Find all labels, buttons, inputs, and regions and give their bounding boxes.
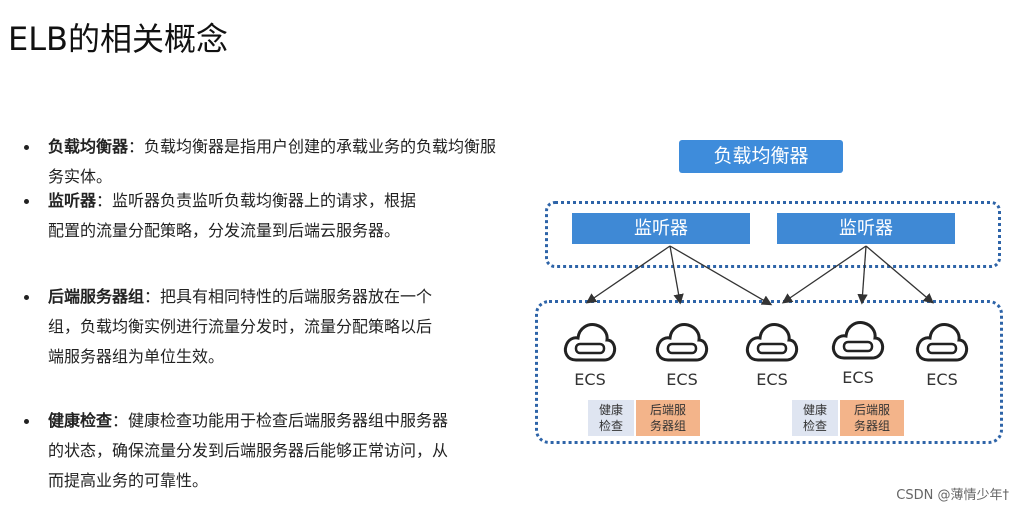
arrow <box>669 245 684 305</box>
tag-line: 后端服 <box>649 403 686 417</box>
elb-diagram: 负载均衡器 监听器 监听器 ECS ECS <box>530 130 1010 460</box>
bullet-line: 监听器：监听器负责监听负载均衡器上的请求，根据 <box>48 191 417 210</box>
bullet-line: 负载均衡器：负载均衡器是指用户创建的承载业务的负载均衡服务实体。 <box>48 137 497 186</box>
arrow <box>585 245 671 304</box>
arrow <box>865 245 934 304</box>
cloud-server-icon <box>915 323 969 362</box>
bullet-line: 的状态，确保流量分发到后端服务器后能够正常访问，从 <box>48 441 449 460</box>
ecs-label: ECS <box>756 370 788 389</box>
ecs-node: ECS <box>558 320 622 389</box>
backend-group-tag: 后端服 务器组 <box>636 400 700 436</box>
bullet-dot <box>24 199 29 204</box>
ecs-node: ECS <box>910 320 974 389</box>
bullet-line: 健康检查：健康检查功能用于检查后端服务器组中服务器 <box>48 411 449 430</box>
arrow <box>669 245 773 306</box>
cloud-server-icon <box>831 321 885 360</box>
bullet-dot <box>24 295 29 300</box>
bullet-line: 端服务器组为单位生效。 <box>48 347 225 366</box>
tag-line: 检查 <box>598 419 623 433</box>
ecs-label: ECS <box>926 370 958 389</box>
ecs-label: ECS <box>574 370 606 389</box>
bullet-term: 负载均衡器 <box>48 137 129 156</box>
bullet-dot <box>24 145 29 150</box>
tag-line: 健康 <box>598 403 623 417</box>
page-title: ELB的相关概念 <box>8 20 229 58</box>
ecs-node: ECS <box>826 318 890 387</box>
health-check-tag: 健康 检查 <box>792 400 838 436</box>
bullet-line: 配置的流量分配策略，分发流量到后端云服务器。 <box>48 221 401 240</box>
cloud-server-icon <box>563 323 617 362</box>
listener-box-1: 监听器 <box>572 213 750 244</box>
health-check-tag: 健康 检查 <box>588 400 634 436</box>
watermark: CSDN @薄情少年† <box>896 488 1009 503</box>
bullet-line: 后端服务器组：把具有相同特性的后端服务器放在一个 <box>48 287 433 306</box>
ecs-node: ECS <box>650 320 714 389</box>
arrows <box>585 245 934 306</box>
tag-line: 健康 <box>802 403 827 417</box>
bullet-dot <box>24 419 29 424</box>
bullet-term: 监听器 <box>48 191 97 210</box>
ecs-label: ECS <box>842 368 874 387</box>
bullet-term: 健康检查 <box>48 411 113 430</box>
ecs-label: ECS <box>666 370 698 389</box>
tag-line: 务器组 <box>853 419 890 433</box>
tag-line: 检查 <box>802 419 827 433</box>
bullet-line: 而提高业务的可靠性。 <box>48 471 209 490</box>
listener-group <box>545 201 1001 268</box>
tag-line: 后端服 <box>853 403 890 417</box>
backend-group-tag: 后端服 务器组 <box>840 400 904 436</box>
arrow <box>781 245 867 304</box>
arrow <box>857 245 868 305</box>
bullet-line: 组，负载均衡实例进行流量分发时，流量分配策略以后 <box>48 317 433 336</box>
listener-box-2: 监听器 <box>777 213 955 244</box>
ecs-node: ECS <box>740 320 804 389</box>
cloud-server-icon <box>655 323 709 362</box>
tag-line: 务器组 <box>649 419 686 433</box>
cloud-server-icon <box>745 323 799 362</box>
bullet-term: 后端服务器组 <box>48 287 145 306</box>
load-balancer-box: 负载均衡器 <box>679 140 843 173</box>
